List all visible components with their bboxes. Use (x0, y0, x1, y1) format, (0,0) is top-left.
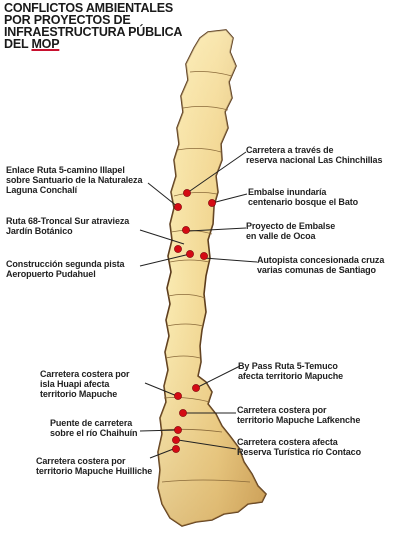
label-chaihuin: Puente de carretera sobre el río Chaihuí… (50, 418, 138, 438)
leader-santiago (203, 257, 258, 263)
label-temuco: By Pass Ruta 5-Temuco afecta territorio … (238, 361, 344, 381)
label-pudahuel: Construcción segunda pista Aeropuerto Pu… (6, 259, 125, 279)
leader-contaco (177, 439, 237, 450)
label-lafkenche: Carretera costera por territorio Mapuche… (237, 405, 361, 425)
leader-huapi (144, 382, 178, 397)
conflict-markers (172, 189, 216, 453)
title-line-4: DEL MOP (4, 37, 204, 51)
label-contaco: Carretera costera afecta Reserva Turísti… (237, 437, 361, 457)
leader-ruta68 (139, 229, 185, 245)
region-borders (159, 71, 251, 483)
leader-ocoa (188, 227, 247, 232)
leader-bato (211, 193, 248, 204)
marker-pudahuel[interactable] (186, 250, 194, 258)
marker-huapi[interactable] (174, 392, 182, 400)
marker-contaco[interactable] (172, 436, 180, 444)
map-title: CONFLICTOS AMBIENTALES POR PROYECTOS DE … (4, 1, 204, 51)
marker-ruta68[interactable] (182, 226, 190, 234)
leader-chinchillas (186, 151, 247, 194)
marker-chaihuin[interactable] (174, 426, 182, 434)
leader-huilliche (149, 447, 177, 459)
label-santiago: Autopista concesionada cruza varias comu… (257, 255, 385, 275)
label-huapi: Carretera costera por isla Huapi afecta … (40, 369, 130, 399)
leader-chaihuin (139, 429, 179, 432)
marker-bato[interactable] (208, 199, 216, 207)
label-chinchillas: Carretera a través de reserva nacional L… (246, 145, 383, 165)
label-illapel: Enlace Ruta 5-camino Illapel sobre Santu… (6, 165, 143, 195)
leader-temuco (195, 365, 241, 389)
leader-illapel (147, 182, 179, 208)
leader-lines (139, 151, 258, 459)
title-line-2: POR PROYECTOS DE (4, 13, 131, 27)
marker-temuco[interactable] (192, 384, 200, 392)
title-prefix: DEL (4, 37, 32, 51)
title-line-3: INFRAESTRUCTURA PÚBLICA (4, 25, 183, 39)
marker-ocoa[interactable] (174, 245, 182, 253)
label-bato: Embalse inundaría centenario bosque el B… (248, 187, 359, 207)
label-huilliche: Carretera costera por territorio Mapuche… (36, 456, 153, 476)
marker-chinchillas[interactable] (183, 189, 191, 197)
marker-santiago[interactable] (200, 252, 208, 260)
label-ocoa: Proyecto de Embalse en valle de Ocoa (246, 221, 336, 241)
marker-lafkenche[interactable] (179, 409, 187, 417)
title-line-1: CONFLICTOS AMBIENTALES (4, 1, 173, 15)
marker-huilliche[interactable] (172, 445, 180, 453)
title-mop: MOP (31, 37, 60, 51)
marker-illapel[interactable] (174, 203, 182, 211)
leader-pudahuel (139, 253, 191, 267)
label-ruta68: Ruta 68-Troncal Sur atravieza Jardín Bot… (6, 216, 130, 236)
